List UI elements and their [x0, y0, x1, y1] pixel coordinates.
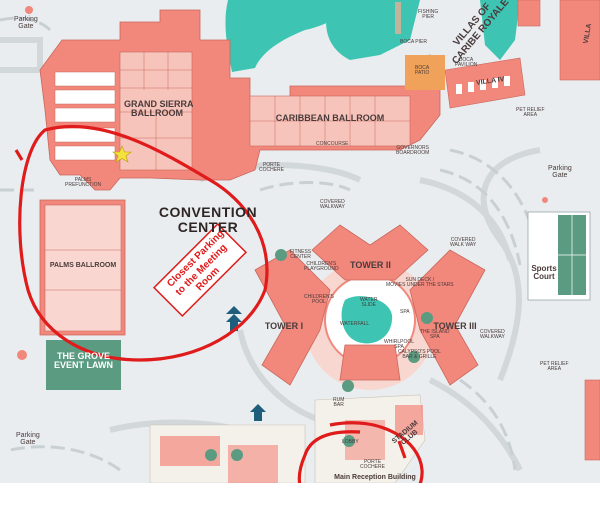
calypsos-label: CALYPSO'S POOL BAR & GRILLE	[398, 349, 441, 361]
pool	[341, 296, 393, 344]
bottom-whitespace	[0, 483, 600, 521]
fitness-center-label: FITNESS CENTER	[290, 249, 312, 261]
pet-relief-label: PET RELIEF AREA	[516, 107, 545, 119]
tower-i-label: TOWER I	[264, 321, 304, 331]
meeting-rooms	[54, 71, 116, 161]
porte-cochere-label-2: PORTE COCHERE	[360, 459, 386, 471]
grand-sierra-label: GRAND SIERRA BALLROOM	[124, 99, 194, 119]
palms-room	[44, 204, 122, 332]
parking-gate-label-top: Parking Gate	[14, 16, 38, 31]
lobby-label: LOBBY	[342, 439, 359, 445]
boca-patio	[405, 55, 445, 90]
towers	[254, 224, 486, 386]
waterfall-label: WATERFALL	[340, 321, 370, 327]
covered-walkway-label: COVERED WALKWAY	[320, 199, 345, 211]
arrow-up-icon-2	[250, 404, 266, 421]
island-spa-label: THE ISLAND SPA	[420, 329, 450, 341]
spa-label: SPA	[400, 309, 410, 315]
sports-court-label: Sports Court	[531, 264, 557, 282]
water-slide-label: WATER SLIDE	[360, 297, 378, 309]
whirlpool-label: WHIRLPOOL SPA	[384, 339, 415, 351]
parking-gate-label-bottom: Parking Gate	[16, 432, 40, 447]
star-marker-icon	[112, 145, 132, 163]
boca-pier-label: BOCA PIER	[400, 39, 427, 45]
grove-label: THE GROVE EVENT LAWN	[53, 351, 113, 371]
boca-pavilion-label: BOCA PAVILION	[455, 57, 478, 69]
palm-trees	[17, 6, 586, 360]
porte-cochere-label: PORTE COCHERE	[259, 162, 285, 174]
parking-gate-label-right: Parking Gate	[548, 165, 572, 180]
boca-patio-label: BOCA PATIO	[415, 65, 430, 77]
childrens-pool-label: CHILDREN'S POOL	[304, 294, 334, 306]
convention-center-label: CONVENTION CENTER	[158, 204, 258, 235]
amenity-icons	[205, 249, 433, 461]
playground-label: CHILDREN'S PLAYGROUND	[304, 261, 339, 273]
palms-label: PALMS BALLROOM	[49, 262, 117, 269]
covered-walkway-label-3: COVERED WALKWAY	[480, 329, 505, 341]
covered-walkway-label-2: COVERED WALK WAY	[450, 237, 477, 249]
tower-ii-label: TOWER II	[350, 260, 391, 270]
concourse-label: CONCOURSE	[316, 141, 349, 147]
rum-bar-label: RUM BAR	[333, 397, 345, 409]
governors-label: GOVERNORS BOARDROOM	[396, 145, 430, 157]
caribbean-label: CARIBBEAN BALLROOM	[275, 113, 385, 123]
tower-iii-label: TOWER III	[433, 321, 477, 331]
pet-relief-label-2: PET RELIEF AREA	[540, 361, 569, 373]
palms-prefunction-label: PALMS PREFUNCTION	[65, 177, 102, 189]
sun-deck-label: SUN DECK / MOVIES UNDER THE STARS	[386, 277, 454, 289]
fishing-pier-label: FISHING PIER	[418, 9, 439, 21]
parking-circle-annotation	[18, 124, 269, 362]
annotation-box	[152, 222, 248, 318]
reception-label: Main Reception Building	[334, 474, 416, 481]
